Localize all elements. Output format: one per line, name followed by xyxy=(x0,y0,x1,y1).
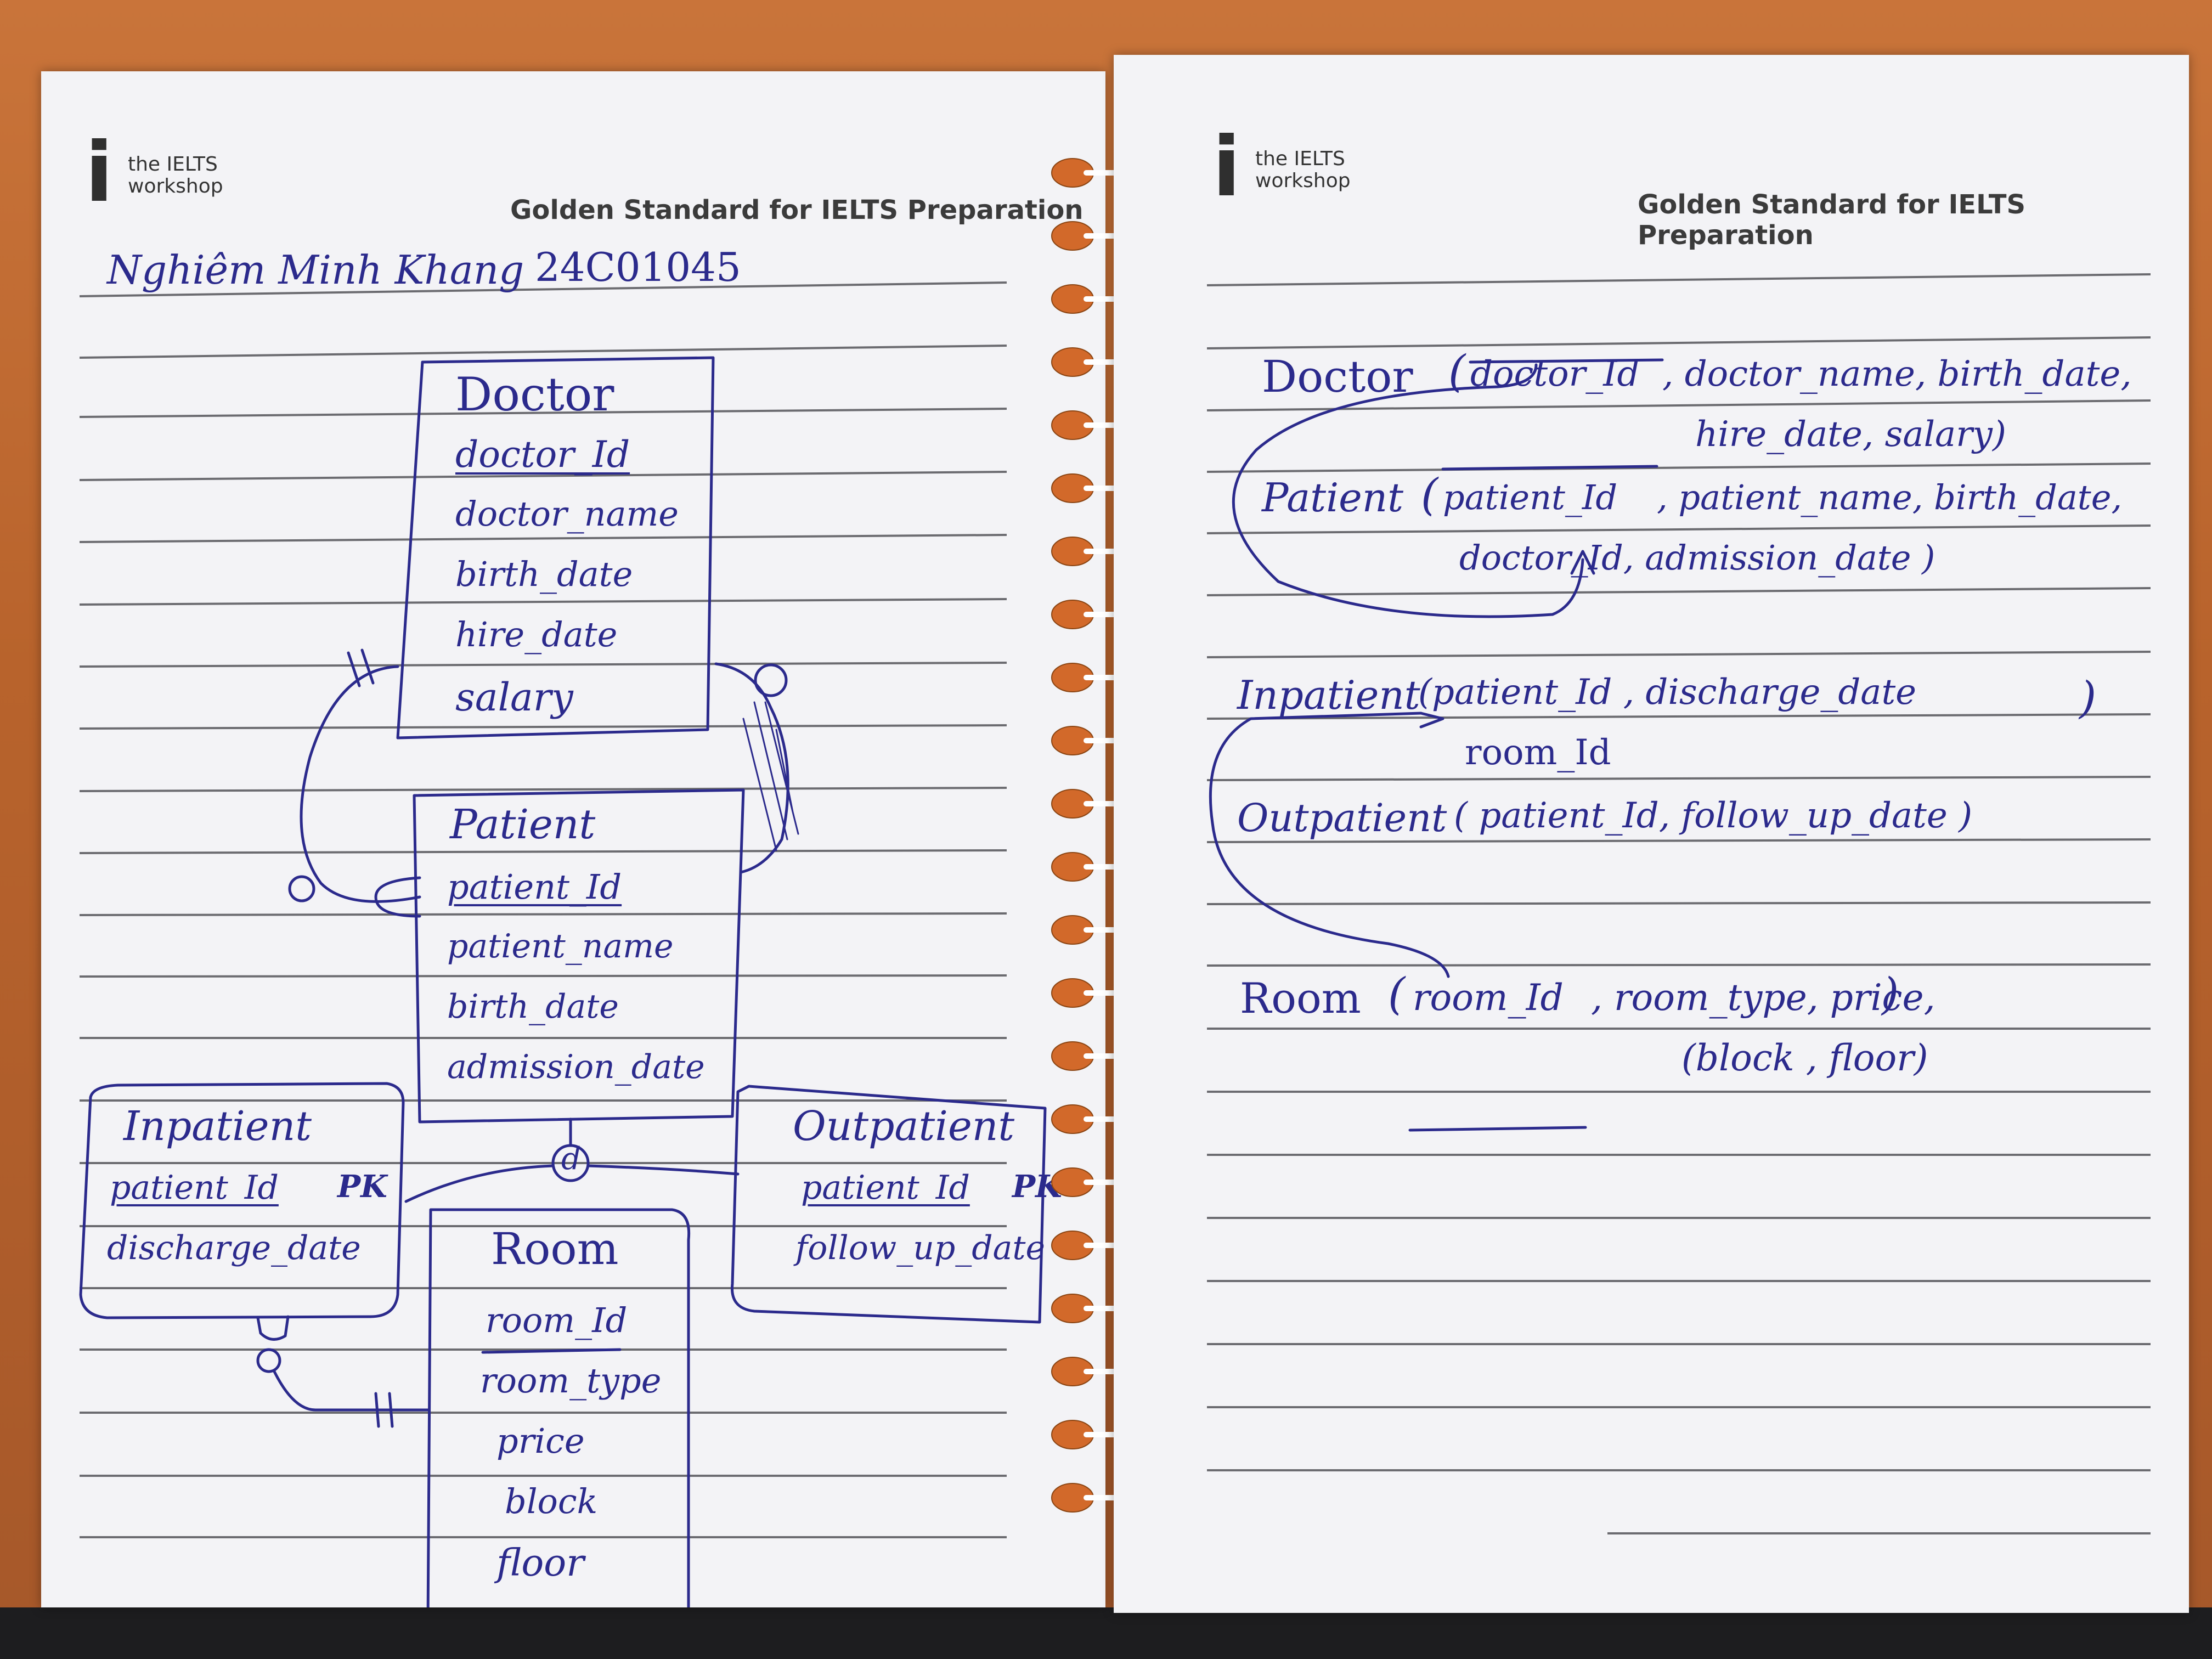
ruled-lines xyxy=(79,281,1007,1538)
tagline-right: Golden Standard for IELTS Preparation xyxy=(1638,189,2026,251)
schema-doctor-line2: hire_date, salary) xyxy=(1695,414,2006,455)
logo-i-glyph: i xyxy=(85,125,114,221)
schema-room-close: ) xyxy=(1882,968,1899,1019)
schema-doctor-pk: doctor_Id xyxy=(1470,354,1640,394)
schema-inpatient-line1: (patient_Id , discharge_date xyxy=(1418,672,1917,713)
inpatient-box xyxy=(79,1082,405,1319)
room-attr-4: floor xyxy=(496,1542,584,1585)
logo-right-line-1: the IELTS xyxy=(1255,148,1345,170)
room-attr-3: block xyxy=(505,1481,598,1521)
erd-drawing xyxy=(79,356,1047,1607)
schema-patient-pk: patient_Id xyxy=(1443,477,1618,517)
doctor-box xyxy=(396,356,715,740)
doctor-patient-line xyxy=(300,665,421,903)
room-entity-title: Room xyxy=(491,1223,619,1274)
schema-arrows xyxy=(1209,358,1664,1132)
patient-attr-2: birth_date xyxy=(447,988,619,1026)
schema-room-rest: , room_type, price, xyxy=(1591,977,1936,1019)
schema-patient-name: Patient xyxy=(1262,475,1404,521)
tagline: Golden Standard for IELTS Preparation xyxy=(510,195,1084,225)
doctor-attr-1: doctor_name xyxy=(455,494,679,534)
room-attr-2: price xyxy=(496,1421,585,1461)
schema-room-open: ( xyxy=(1388,968,1406,1019)
patient-attr-0: patient_Id xyxy=(447,867,622,907)
inpatient-entity-title: Inpatient xyxy=(123,1103,312,1150)
schema-patient-rest: , patient_name, birth_date, xyxy=(1657,477,2123,517)
ruled-lines-right xyxy=(1206,273,2151,1534)
room-attr-0: room_Id xyxy=(486,1300,628,1340)
outpatient-attr-0: patient_Id xyxy=(801,1169,970,1207)
outpatient-attr-1: follow_up_date xyxy=(795,1229,1046,1267)
schema-patient-line2: doctor_Id, admission_date ) xyxy=(1459,538,1936,578)
doctor-attr-2: birth_date xyxy=(455,554,633,594)
inpatient-attr-1: discharge_date xyxy=(107,1229,361,1267)
logo-right-line-2: workshop xyxy=(1255,170,1351,192)
schema-outpatient-line1: ( patient_Id, follow_up_date ) xyxy=(1454,795,1973,836)
schema-room-pk: room_Id xyxy=(1413,977,1564,1019)
desk-edge xyxy=(0,1607,2212,1659)
patient-box xyxy=(413,788,745,1124)
logo-line-2: workshop xyxy=(128,175,223,198)
schema-doctor-rest: , doctor_name, birth_date, xyxy=(1662,354,2132,394)
schema-inpatient-name: Inpatient xyxy=(1237,672,1420,718)
schema-doctor-name: Doctor xyxy=(1262,351,1413,402)
doctor-attr-4: salary xyxy=(455,675,573,720)
patient-attr-3: admission_date xyxy=(447,1048,705,1086)
schema-room-name: Room xyxy=(1240,974,1361,1023)
doctor-entity-title: Doctor xyxy=(455,368,614,421)
room-box xyxy=(426,1208,691,1607)
schema-room-line2: (block , floor) xyxy=(1681,1037,1928,1079)
schema-doctor-open: ( xyxy=(1448,346,1466,397)
schema-inpatient-close: ) xyxy=(2079,672,2097,723)
student-name: Nghiêm Minh Khang xyxy=(107,247,524,293)
disjoint-symbol: d xyxy=(561,1141,581,1177)
outpatient-entity-title: Outpatient xyxy=(793,1103,1015,1150)
room-attr-1: room_type xyxy=(480,1361,662,1401)
inpatient-attr-0: patient_Id xyxy=(110,1169,279,1207)
doctor-attr-0: doctor_Id xyxy=(455,433,630,476)
patient-entity-title: Patient xyxy=(450,801,596,848)
schema-outpatient-name: Outpatient xyxy=(1237,795,1447,840)
inpatient-pk-mark: PK xyxy=(337,1169,387,1205)
patient-attr-1: patient_name xyxy=(447,927,674,966)
schema-patient-open: ( xyxy=(1421,469,1438,520)
logo-i-glyph-right: i xyxy=(1212,120,1241,215)
outpatient-box xyxy=(731,1085,1047,1324)
doctor-attr-3: hire_date xyxy=(455,614,618,654)
schema-inpatient-line2: room_Id xyxy=(1465,732,1611,773)
logo-line-1: the IELTS xyxy=(128,153,218,176)
student-id: 24C01045 xyxy=(535,244,741,290)
